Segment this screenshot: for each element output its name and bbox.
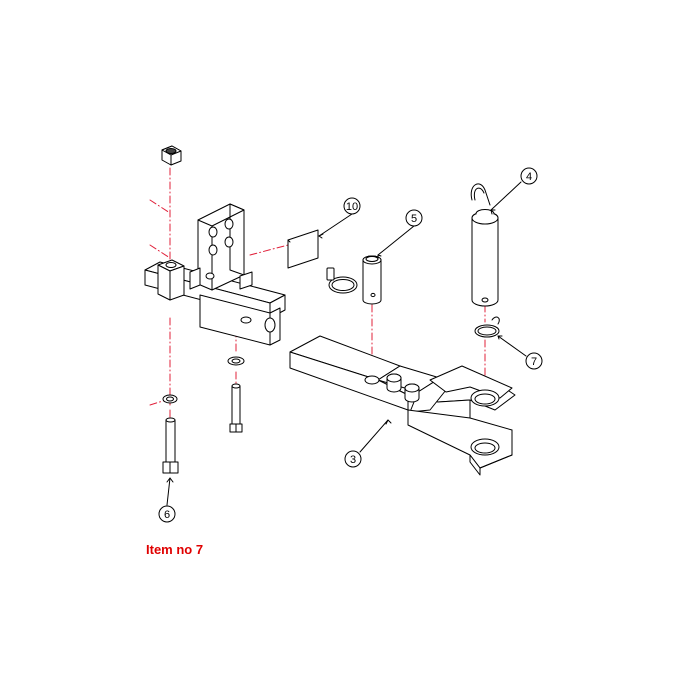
centre-bolt bbox=[229, 383, 243, 433]
r-clip bbox=[474, 316, 500, 338]
callout-label: 6 bbox=[164, 509, 170, 521]
callout-5: 5 bbox=[405, 209, 423, 227]
drawbar bbox=[289, 335, 516, 476]
centre-washer bbox=[227, 356, 245, 366]
callout-label: 3 bbox=[350, 454, 356, 466]
callout-6: 6 bbox=[158, 505, 176, 523]
callout-10: 10 bbox=[343, 197, 361, 215]
item-caption: Item no 7 bbox=[146, 542, 204, 557]
callout-3: 3 bbox=[344, 450, 362, 468]
shim-plate bbox=[287, 229, 319, 269]
clevis-pin bbox=[362, 255, 382, 305]
callout-7: 7 bbox=[525, 352, 543, 370]
callout-label: 7 bbox=[531, 356, 537, 368]
callout-label: 4 bbox=[526, 171, 532, 183]
hitch-pin bbox=[470, 183, 499, 307]
callout-label: 5 bbox=[411, 213, 417, 225]
hex-nut bbox=[161, 145, 182, 166]
callout-leaders bbox=[166, 181, 527, 506]
bolt-6 bbox=[162, 417, 179, 474]
callout-4: 4 bbox=[520, 167, 538, 185]
callout-label: 10 bbox=[346, 201, 358, 213]
hitch-frame bbox=[144, 203, 286, 346]
bolt-washer bbox=[162, 394, 178, 404]
lynch-ring bbox=[326, 267, 358, 294]
